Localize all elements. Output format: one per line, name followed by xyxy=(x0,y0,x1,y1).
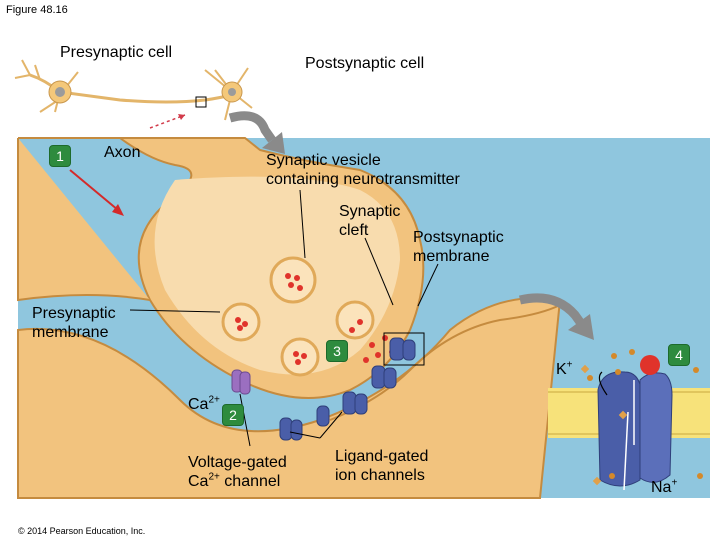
action-potential-arrow xyxy=(69,169,119,211)
presynaptic-cell-label: Presynaptic cell xyxy=(60,44,173,61)
synaptic-vesicles xyxy=(221,256,375,377)
leader-lines xyxy=(129,189,439,447)
presynaptic-membrane-label: Presynaptic membrane xyxy=(32,305,116,341)
step-1-badge: 1 xyxy=(49,145,71,167)
zoom-arrow-1 xyxy=(228,111,276,143)
ca-ion-label: Ca2+ xyxy=(188,394,220,413)
ligand-gated-label: Ligand-gated ion channels xyxy=(335,448,429,484)
neuron-overview xyxy=(14,59,253,129)
membrane-detail xyxy=(548,349,710,491)
axon-label: Axon xyxy=(104,144,141,161)
synaptic-cleft-label: Synaptic cleft xyxy=(339,203,401,239)
ca-channel-label-line2: Ca2+ channel xyxy=(188,471,281,490)
copyright-text: © 2014 Pearson Education, Inc. xyxy=(18,526,146,536)
figure-label: Figure 48.16 xyxy=(6,4,68,16)
step-2-badge: 2 xyxy=(222,404,244,426)
ca-channel-label-line1: Voltage-gated xyxy=(188,454,287,471)
k-ion-label: K+ xyxy=(556,359,573,378)
na-ion-label: Na+ xyxy=(651,477,678,496)
synaptic-vesicle-label: Synaptic vesicle containing neurotransmi… xyxy=(266,152,460,188)
voltage-gated-ca-channel-shape xyxy=(231,369,251,395)
postsynaptic-membrane-label: Postsynaptic membrane xyxy=(413,229,504,265)
step-3-badge: 3 xyxy=(326,340,348,362)
step-4-badge: 4 xyxy=(668,344,690,366)
zoom-arrow-2 xyxy=(518,293,584,325)
postsynaptic-cell-label: Postsynaptic cell xyxy=(305,55,425,72)
ligand-gated-channels xyxy=(279,337,416,441)
zoom-box xyxy=(383,332,425,366)
